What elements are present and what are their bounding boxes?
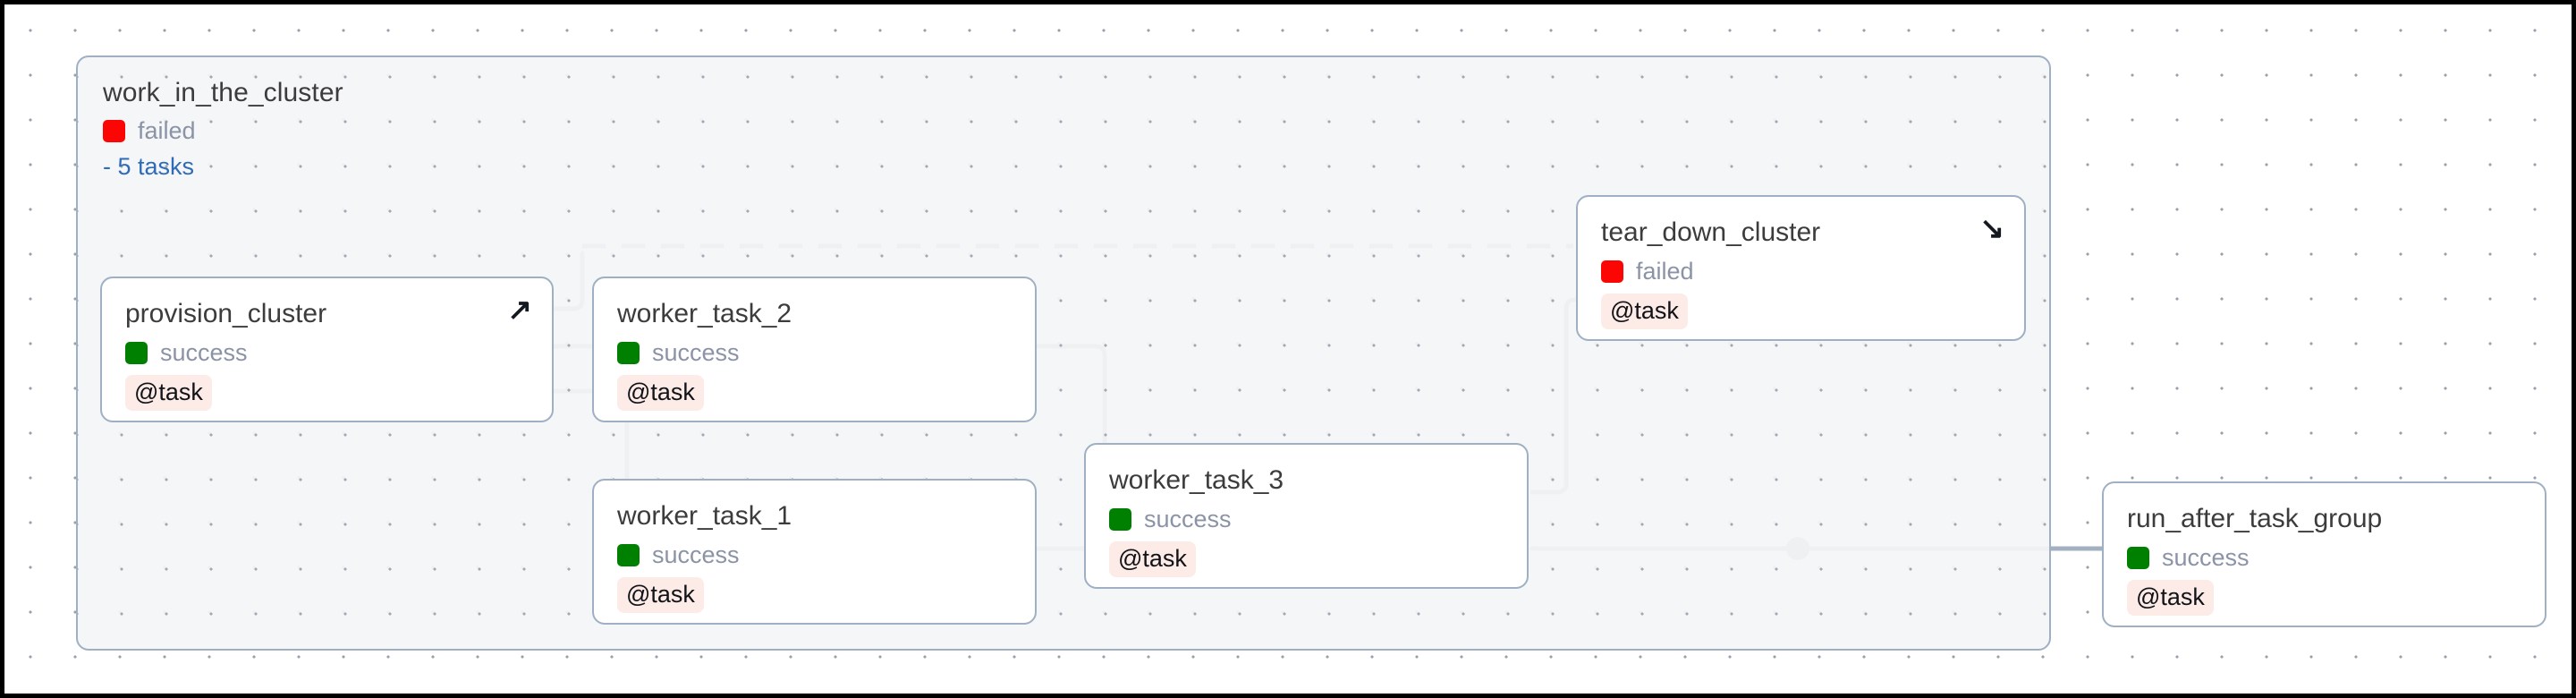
task-group-tasks-toggle[interactable]: - 5 tasks (103, 153, 195, 180)
node-status-label: success (652, 541, 740, 568)
node-provision-cluster[interactable]: provision_cluster ↗ success @task (100, 277, 554, 422)
node-title: worker_task_3 (1109, 465, 1284, 495)
node-tag-row: @task (617, 577, 1012, 613)
node-worker-task-2[interactable]: worker_task_2 success @task (592, 277, 1037, 422)
node-decorator-tag: @task (617, 375, 704, 411)
node-decorator-tag: @task (125, 375, 212, 411)
node-decorator-tag: @task (617, 577, 704, 613)
task-group-title: work_in_the_cluster (103, 78, 343, 107)
status-swatch-failed (1601, 260, 1623, 283)
status-swatch-success (617, 544, 640, 566)
node-status-label: success (1144, 506, 1232, 532)
node-worker-task-3[interactable]: worker_task_3 success @task (1084, 443, 1529, 589)
node-tag-row: @task (2127, 580, 2521, 616)
node-decorator-tag: @task (1109, 541, 1196, 577)
status-swatch-success (125, 342, 148, 364)
node-title: worker_task_1 (617, 501, 792, 531)
task-group-header: work_in_the_cluster failed - 5 tasks (103, 77, 343, 181)
node-status-label: success (652, 339, 740, 366)
node-status: success (617, 339, 1012, 367)
node-decorator-tag: @task (1601, 294, 1688, 329)
node-tag-row: @task (1109, 541, 1504, 577)
status-swatch-failed (103, 120, 125, 142)
node-worker-task-1[interactable]: worker_task_1 success @task (592, 479, 1037, 625)
task-group-status: failed (103, 117, 343, 145)
node-status-label: failed (1636, 258, 1694, 285)
node-status: success (2127, 544, 2521, 572)
node-status: failed (1601, 258, 2001, 285)
node-tag-row: @task (125, 375, 529, 411)
status-swatch-success (2127, 547, 2149, 569)
node-tag-row: @task (1601, 294, 2001, 329)
node-title: tear_down_cluster (1601, 217, 1821, 247)
node-title: provision_cluster (125, 299, 327, 328)
node-status: success (617, 541, 1012, 569)
arrow-down-right-icon[interactable]: ↘ (1979, 211, 2004, 244)
node-title: run_after_task_group (2127, 504, 2383, 533)
node-status: success (1109, 506, 1504, 533)
node-run-after-task-group[interactable]: run_after_task_group success @task (2102, 481, 2546, 627)
node-status: success (125, 339, 529, 367)
task-group-status-label: failed (138, 117, 196, 144)
node-tear-down-cluster[interactable]: tear_down_cluster ↘ failed @task (1576, 195, 2026, 341)
arrow-up-right-icon[interactable]: ↗ (507, 293, 532, 326)
node-status-label: success (160, 339, 248, 366)
status-swatch-success (1109, 508, 1131, 531)
node-tag-row: @task (617, 375, 1012, 411)
status-swatch-success (617, 342, 640, 364)
node-status-label: success (2162, 544, 2250, 571)
node-decorator-tag: @task (2127, 580, 2214, 616)
node-title: worker_task_2 (617, 299, 792, 328)
